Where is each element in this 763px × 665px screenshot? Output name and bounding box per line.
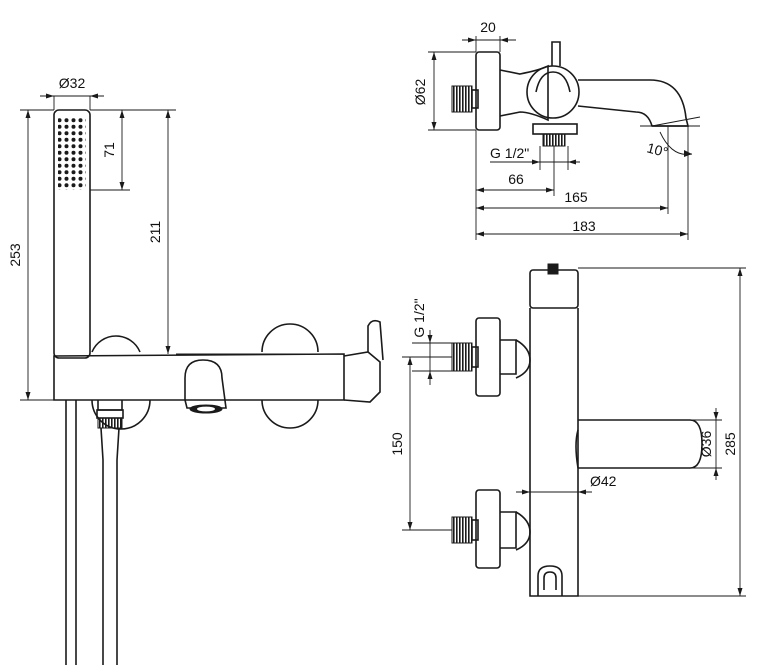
left-rosette-top (91, 335, 141, 353)
side-lever (551, 41, 561, 66)
top-spout (578, 419, 703, 469)
side-spout (577, 79, 690, 127)
hose-left (65, 400, 77, 665)
dim-top-thread: G 1/2" (411, 298, 427, 337)
dim-spout-angle: 10° (645, 139, 670, 160)
hand-shower (53, 109, 91, 359)
dim-side-165: 165 (564, 189, 588, 205)
dim-side-183: 183 (572, 218, 596, 234)
dim-total-height-253: 253 (7, 243, 23, 267)
dim-side-66: 66 (508, 171, 524, 187)
top-upper-inlet (451, 342, 473, 372)
dim-body-diameter: Ø42 (590, 473, 617, 489)
dim-total-depth: 285 (722, 432, 738, 456)
dim-handshower-211: 211 (147, 221, 163, 244)
front-view: Ø32 71 211 253 (7, 75, 384, 665)
hose-connector (96, 400, 124, 461)
side-view: 20 Ø62 G 1/2" 66 165 183 (412, 19, 701, 240)
top-lower-inlet (451, 516, 473, 544)
dim-side-body-width: 20 (480, 19, 496, 35)
right-rosette-bottom (261, 399, 319, 429)
dim-side-thread: G 1/2" (490, 145, 529, 161)
top-upper-rosette (475, 317, 501, 397)
spray-face (58, 118, 86, 190)
dim-side-body-diameter: Ø62 (412, 79, 428, 106)
hose-right (102, 460, 118, 665)
side-bottom-nut (532, 123, 578, 135)
side-inlet-knurl (451, 85, 473, 113)
dim-handshower-diameter: Ø32 (59, 75, 86, 91)
top-lower-rosette (475, 489, 501, 569)
side-body (499, 64, 549, 122)
dim-spout-diameter: Ø36 (698, 431, 714, 458)
spout (184, 359, 227, 414)
lever-handle (343, 319, 384, 403)
dim-center-distance: 150 (389, 432, 405, 456)
side-rosette (475, 51, 501, 131)
dim-spray-face-length: 71 (101, 142, 117, 158)
right-rosette-top (261, 323, 319, 353)
left-rosette-bottom (91, 399, 151, 430)
top-body (529, 263, 579, 597)
top-view: G 1/2" 150 Ø36 Ø42 285 (389, 263, 746, 597)
top-hook (537, 565, 563, 596)
side-round-body (526, 65, 580, 119)
